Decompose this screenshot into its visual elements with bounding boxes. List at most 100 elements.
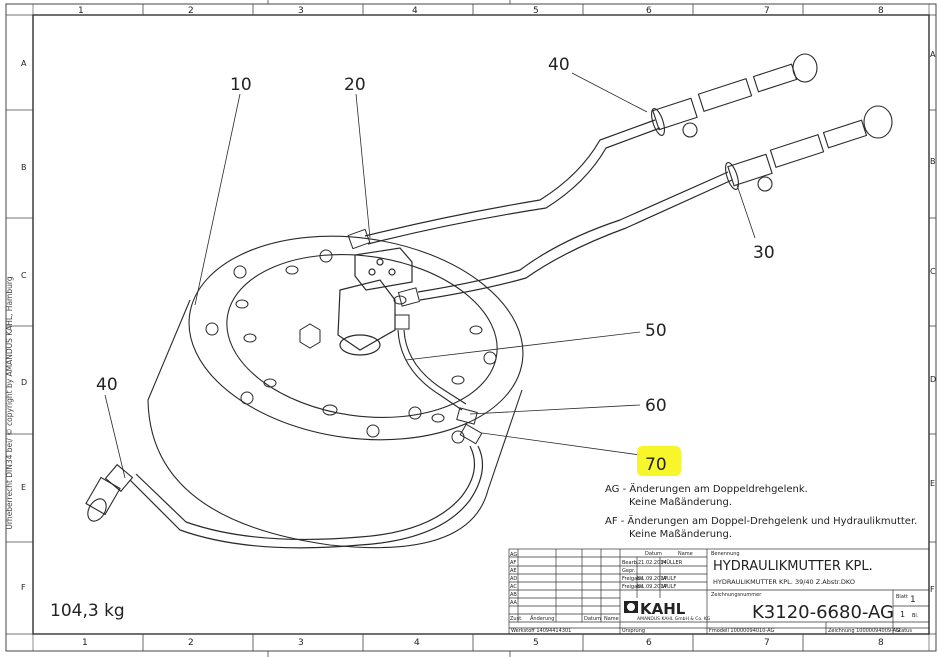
hose-40-upper [364,119,656,237]
name-row: WULF [662,584,676,590]
date-row: 01.09.2014 [638,584,667,590]
benennung-label: Benennung [711,551,740,557]
column-label-bottom: 3 [298,638,304,648]
drawing-title: HYDRAULIKMUTTER KPL. [713,559,873,574]
kahl-logo-text: KAHL [640,600,686,618]
status-label: Status [896,628,912,634]
revision-letter: AB [510,592,517,598]
name-row: MÜLLER [662,559,683,566]
col-header-datum: Datum [645,551,662,557]
row-label-left: E [21,483,26,492]
callout-20: 20 [344,75,366,95]
cylinder-body [147,299,523,549]
leader-lines [104,72,756,479]
zeichnungsnummer-label: Zeichnungsnummer [711,592,762,598]
column-label-top: 7 [764,6,770,16]
column-label-top: 8 [878,6,884,16]
column-label-top: 5 [533,6,539,16]
datum2-label: Datum [584,616,601,622]
column-label-bottom: 4 [414,638,420,648]
row-label-left: C [21,271,27,280]
row-ticks [6,109,936,543]
role-row: Bearb. [622,560,639,566]
revision-letter: AD [510,576,517,582]
revision-letter: AA [510,600,518,606]
callout-50: 50 [645,321,667,341]
fittings [347,228,483,445]
ursprung: Ursprung [622,628,645,634]
hose-50 [397,329,463,411]
column-label-bottom: 8 [878,638,884,648]
row-label-right: F [930,585,935,594]
top-face-ring [226,253,498,419]
callout-10: 10 [230,75,252,95]
outer-frame [5,3,937,652]
row-label-left: A [21,59,27,68]
swivel-block [337,247,413,356]
sheet-number: 1 [910,595,916,605]
row-label-left: F [21,583,26,592]
callout-70: 70 [645,455,667,475]
column-label-bottom: 7 [764,638,770,648]
column-label-top: 6 [646,6,652,16]
note-ag-line2: Keine Maßänderung. [629,497,732,508]
name-row: WULF [662,576,676,582]
title-block [508,548,930,635]
sheet-total: 1 [900,610,905,619]
revision-letter: AF [510,560,516,566]
assembly-drawing [85,53,893,549]
coupling-30 [725,105,893,192]
blatt-label: Blatt [896,594,908,600]
zeichnung: Zeichnung 10000094009-AG [828,628,900,634]
column-label-top: 4 [412,6,418,16]
callout-40-lower: 40 [96,375,118,395]
column-label-top: 2 [188,6,194,16]
bolt-heads [205,249,497,444]
role-row: Freigabe [622,576,643,582]
role-row: Gepr. [622,568,636,574]
callout-30: 30 [753,243,775,263]
inner-frame [32,14,930,635]
fmodell: Fmodell 10000094010-AG [709,628,774,634]
date-row: 01.09.2014 [638,576,667,582]
revision-letter: AC [510,584,517,590]
column-label-top: 3 [298,6,304,16]
kahl-logo: KAHL [624,600,686,618]
holes [235,265,483,423]
copyright-notice: Urheberrecht DIN34 bei/ © copyright by A… [5,276,14,530]
role-row: Freigabe [622,584,643,590]
note-ag-line1: AG - Änderungen am Doppeldrehgelenk. [605,482,808,495]
callout-60: 60 [645,396,667,416]
weight-label: 104,3 kg [50,601,125,621]
revision-letter: AG [510,552,517,558]
row-label-right: C [930,267,936,276]
hose-40-lower [129,445,484,549]
row-label-right: E [930,479,935,488]
column-ticks [142,0,804,657]
column-label-top: 1 [78,6,84,16]
highlight-70 [637,446,681,476]
drawing-number: K3120-6680-AG [752,602,894,623]
coupling-40-lower [85,463,134,522]
column-label-bottom: 1 [82,638,88,648]
top-face-outer [188,235,524,441]
hose-30 [417,171,729,293]
aenderung-label: Änderung [530,615,554,622]
row-label-left: B [21,163,27,172]
drawing-subtitle: HYDRAULIKMUTTER KPL. 39/40 Z.Abstr.DKO [713,578,855,586]
row-label-right: D [930,375,936,384]
callout-40-upper: 40 [548,55,570,75]
column-label-bottom: 2 [188,638,194,648]
column-label-bottom: 5 [533,638,539,648]
sheet-total-label: Bl. [912,613,919,619]
col-header-name: Name [678,551,693,557]
coupling-40 [651,53,818,138]
row-label-right: B [930,157,936,166]
zust-label: Zust. [510,616,523,622]
werkstoff: Werkstoff 14094414301 [511,628,571,634]
row-label-left: D [21,378,27,387]
note-af-line2: Keine Maßänderung. [629,529,732,540]
company-name: AMANDUS KAHL GmbH & Co. KG [637,616,711,622]
date-row: 21.02.2014 [638,560,667,566]
